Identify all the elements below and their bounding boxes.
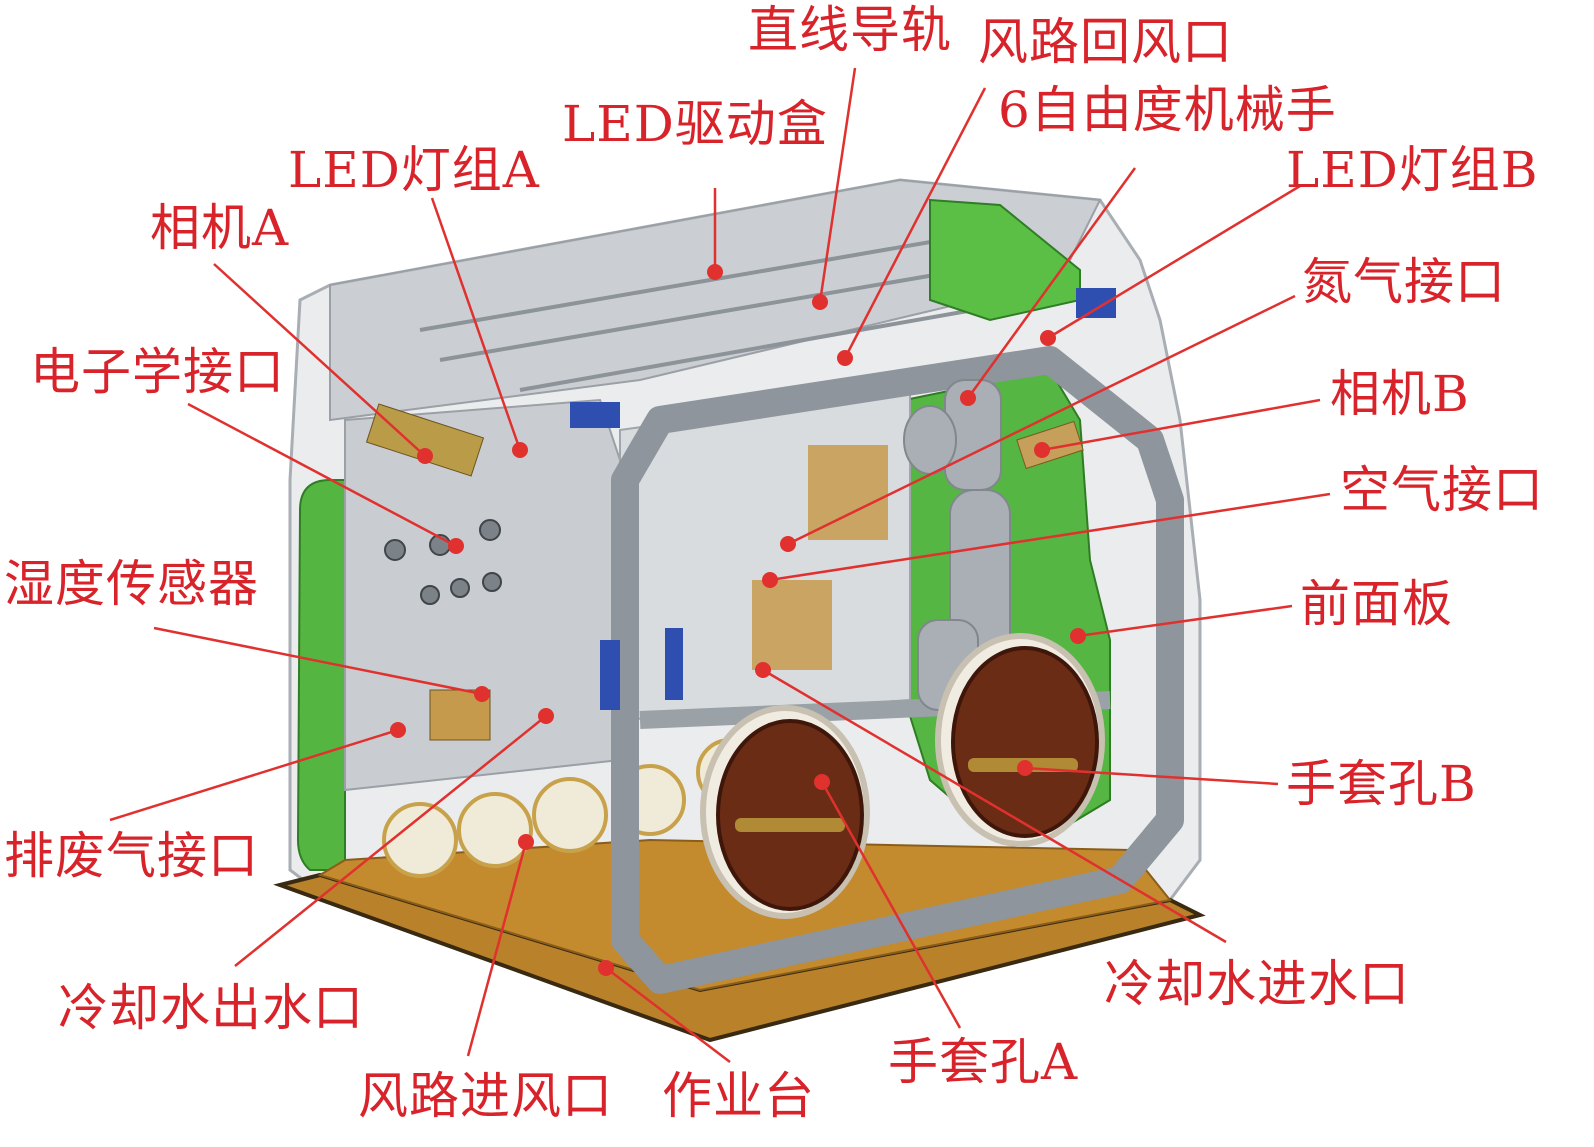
- dot-glove-port-b: [1017, 760, 1033, 776]
- label-led-group-b: LED灯组B: [1286, 141, 1539, 199]
- leader-air-inlet: [466, 841, 528, 1057]
- label-workbench: 作业台: [662, 1067, 815, 1125]
- cooling-inlet-plate: [752, 580, 832, 670]
- dot-air-return: [837, 350, 853, 366]
- dot-workbench: [598, 960, 614, 976]
- label-air-inlet: 风路进风口: [358, 1067, 613, 1125]
- dot-cooling-inlet: [755, 662, 771, 678]
- dot-air-port: [762, 572, 778, 588]
- leader-electronics-port: [187, 402, 457, 548]
- front-frame: [611, 346, 1184, 994]
- dot-robot-arm: [960, 390, 976, 406]
- label-camera-b: 相机B: [1330, 365, 1470, 423]
- dot-glove-port-a: [814, 774, 830, 790]
- glove-port-a-shape: [700, 705, 870, 919]
- label-front-panel: 前面板: [1300, 575, 1453, 633]
- leader-glove-port-b: [1024, 766, 1279, 786]
- dot-led-driver-box: [707, 264, 723, 280]
- striped-panels: [570, 288, 1116, 710]
- leader-led-group-b: [1047, 184, 1301, 340]
- label-air-port: 空气接口: [1340, 461, 1544, 519]
- camera-b-body: [1016, 420, 1084, 470]
- label-cooling-water-outlet: 冷却水出水口: [58, 979, 364, 1037]
- left-green-panel: [296, 479, 346, 871]
- leader-lines: [109, 67, 1331, 1063]
- dot-led-group-a: [512, 442, 528, 458]
- leader-cooling-outlet: [234, 715, 547, 967]
- dot-front-panel: [1070, 628, 1086, 644]
- label-camera-a: 相机A: [150, 199, 290, 257]
- nitrogen-port-plate: [808, 445, 888, 540]
- label-electronics-port: 电子学接口: [30, 343, 285, 401]
- workbench-top: [317, 838, 1172, 992]
- label-cooling-water-inlet: 冷却水进水口: [1104, 955, 1410, 1013]
- leader-robot-arm: [966, 167, 1137, 399]
- leader-front-panel: [1077, 604, 1293, 638]
- leader-workbench: [605, 967, 731, 1063]
- dot-air-inlet: [518, 834, 534, 850]
- dot-nitrogen-port: [780, 536, 796, 552]
- leader-camera-a: [213, 263, 426, 457]
- dot-led-group-b: [1040, 330, 1056, 346]
- glove-port-b-shape: [935, 633, 1105, 847]
- label-exhaust-port: 排废气接口: [4, 827, 259, 885]
- dot-linear-guide: [812, 294, 828, 310]
- dot-humidity-sensor: [474, 686, 490, 702]
- label-glove-port-b: 手套孔B: [1286, 755, 1477, 813]
- label-glove-port-a: 手套孔A: [888, 1033, 1079, 1091]
- leader-linear-guide: [818, 67, 857, 303]
- label-linear-guide: 直线导轨: [748, 1, 952, 59]
- label-humidity-sensor: 湿度传感器: [4, 555, 259, 613]
- label-nitrogen-port: 氮气接口: [1302, 253, 1506, 311]
- label-led-group-a: LED灯组A: [288, 141, 540, 199]
- leader-camera-b: [1041, 398, 1321, 452]
- anchor-dots: [390, 264, 1086, 976]
- leader-led-group-a: [430, 197, 522, 451]
- label-air-return: 风路回风口: [978, 13, 1233, 71]
- dot-camera-b: [1034, 442, 1050, 458]
- leader-cooling-inlet: [762, 668, 1227, 944]
- leader-humidity-sensor: [153, 626, 483, 696]
- dot-cooling-outlet: [538, 708, 554, 724]
- leader-nitrogen-port: [787, 294, 1296, 546]
- dot-camera-a: [417, 448, 433, 464]
- label-robot-arm: 6自由度机械手: [998, 81, 1337, 139]
- dot-electronics-port: [448, 538, 464, 554]
- leader-glove-port-a: [820, 781, 962, 1029]
- leader-air-return: [843, 87, 987, 359]
- label-led-driver-box: LED驱动盒: [562, 95, 828, 153]
- dot-exhaust-port: [390, 722, 406, 738]
- leader-exhaust-port: [109, 728, 399, 822]
- leader-air-port: [769, 492, 1331, 582]
